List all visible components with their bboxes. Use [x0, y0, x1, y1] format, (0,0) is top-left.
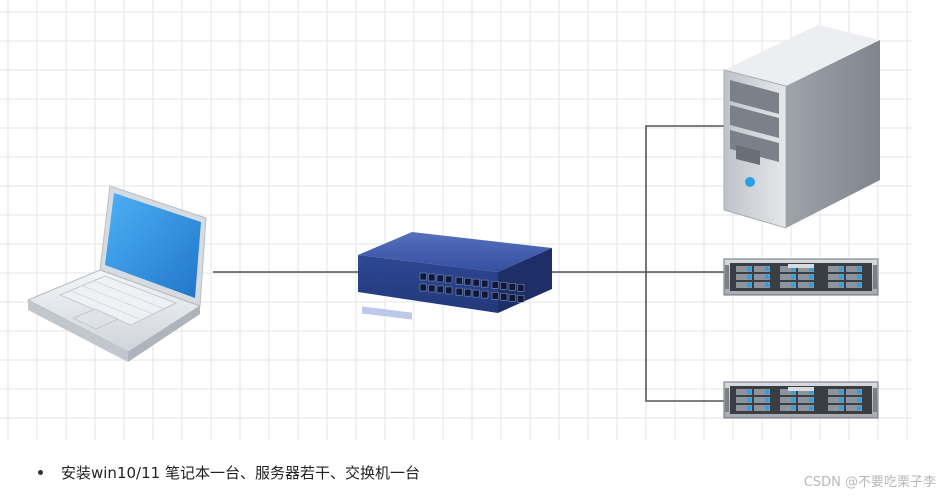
rack-server-icon	[723, 381, 879, 419]
power-button-icon	[745, 177, 755, 187]
laptop-icon	[26, 185, 207, 362]
caption-text: 安装win10/11 笔记本一台、服务器若干、交换机一台	[61, 464, 420, 482]
caption-line: 安装win10/11 笔记本一台、服务器若干、交换机一台	[38, 462, 420, 483]
wire-to-tower-server	[645, 125, 724, 272]
network-switch-icon	[358, 232, 552, 320]
connection-wires	[213, 125, 724, 402]
watermark: CSDN @不要吃栗子李	[803, 475, 936, 490]
wire-to-rack-server-2	[645, 272, 724, 402]
bullet-icon	[38, 470, 43, 475]
tower-server-icon	[723, 25, 880, 229]
switch-ports	[419, 272, 525, 303]
rack-server-icon	[723, 258, 879, 296]
